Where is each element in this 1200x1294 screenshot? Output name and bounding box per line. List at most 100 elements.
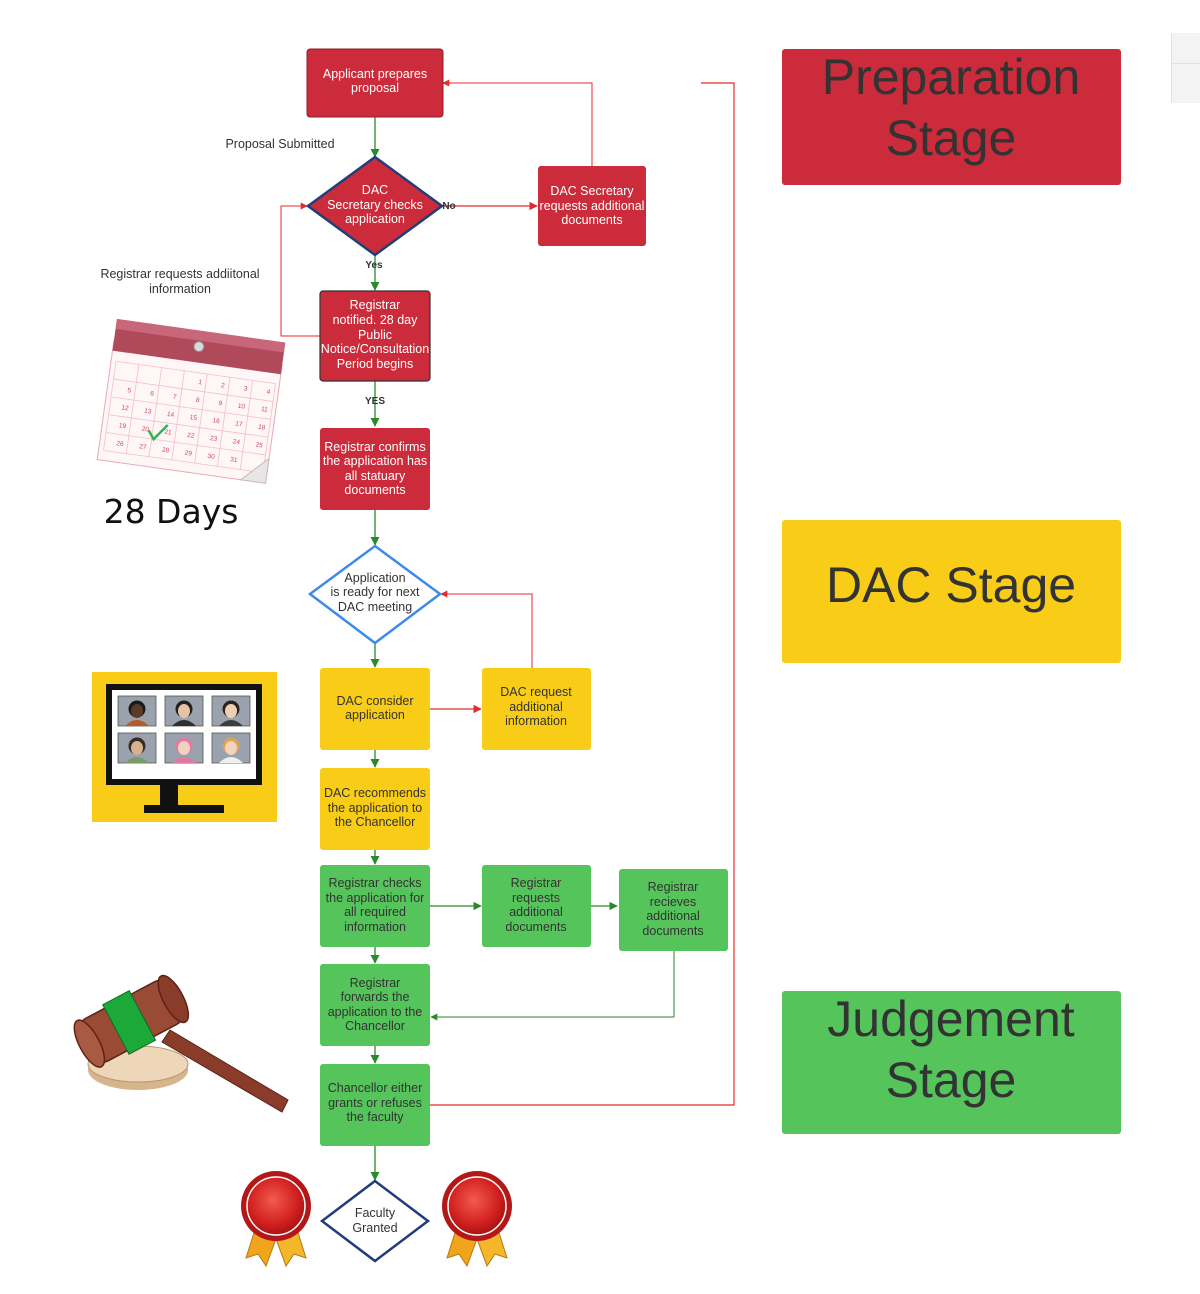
node-faculty-granted-line1: Faculty bbox=[355, 1206, 396, 1220]
node-dac-request-line1: DAC request bbox=[500, 685, 572, 699]
arrow-request-back-to-ready bbox=[440, 590, 533, 668]
node-registrar-notified-line3: Public bbox=[358, 328, 392, 342]
node-dac-recommends-line3: the Chancellor bbox=[335, 815, 416, 829]
calendar-day-number: 1 bbox=[198, 379, 203, 386]
video-call-participant-avatar bbox=[164, 732, 204, 764]
arrow-receives-to-forwards bbox=[430, 951, 675, 1021]
node-dac-request-line2: additional bbox=[509, 700, 563, 714]
calendar-day-number: 16 bbox=[212, 417, 221, 425]
arrow-requests-back-to-prepare bbox=[442, 79, 593, 166]
calendar-day-number: 14 bbox=[166, 411, 175, 419]
node-dac-secretary-requests-line1: DAC Secretary bbox=[550, 184, 634, 198]
calendar-day-number: 27 bbox=[139, 443, 148, 451]
video-call-illustration bbox=[92, 672, 277, 822]
node-registrar-confirms-line4: documents bbox=[344, 483, 405, 497]
calendar-day-number: 23 bbox=[209, 435, 218, 443]
node-applicant-prepares-line1: Applicant prepares bbox=[323, 67, 427, 81]
calendar-day-number: 6 bbox=[150, 390, 155, 397]
award-seal-right-icon bbox=[442, 1171, 512, 1268]
calendar-day-number: 11 bbox=[261, 406, 269, 414]
node-registrar-requests-line2: requests bbox=[512, 891, 560, 905]
node-dac-recommends-line2: the application to bbox=[328, 801, 423, 815]
stage-preparation-line2: Stage bbox=[886, 110, 1017, 166]
node-registrar-forwards-line4: Chancellor bbox=[345, 1019, 405, 1033]
node-chancellor-line3: the faculty bbox=[347, 1110, 405, 1124]
connectors bbox=[280, 79, 735, 1181]
calendar-grid bbox=[103, 360, 276, 474]
label-registrar-requests-info-line1: Registrar requests addiitonal bbox=[100, 267, 259, 281]
label-proposal-submitted: Proposal Submitted bbox=[225, 137, 334, 151]
node-application-ready-line3: DAC meeting bbox=[338, 600, 412, 614]
node-registrar-requests-line4: documents bbox=[505, 920, 566, 934]
node-dac-secretary-checks-line1: DAC bbox=[362, 183, 388, 197]
calendar-day-number: 4 bbox=[266, 389, 271, 396]
node-dac-secretary-requests-line3: documents bbox=[561, 213, 622, 227]
node-faculty-granted-line2: Granted bbox=[352, 1221, 397, 1235]
node-chancellor-line2: grants or refuses bbox=[328, 1096, 422, 1110]
stage-judgement-line2: Stage bbox=[886, 1052, 1017, 1108]
node-chancellor-line1: Chancellor either bbox=[328, 1081, 423, 1095]
label-yes: Yes bbox=[365, 260, 383, 271]
node-registrar-checks-line4: information bbox=[344, 920, 406, 934]
calendar-day-number: 29 bbox=[184, 450, 193, 458]
scrollbar-stub[interactable] bbox=[1171, 33, 1200, 103]
video-call-participant-avatar bbox=[164, 695, 204, 727]
node-registrar-notified-line5: Period begins bbox=[337, 357, 413, 371]
node-registrar-forwards-line3: application to the bbox=[328, 1005, 423, 1019]
node-dac-secretary-requests-line2: requests additional bbox=[540, 199, 645, 213]
calendar-day-number: 19 bbox=[118, 422, 127, 430]
node-application-ready-line1: Application bbox=[344, 571, 405, 585]
node-registrar-checks-line1: Registrar checks bbox=[328, 876, 421, 890]
calendar-day-number: 10 bbox=[237, 403, 246, 411]
node-dac-secretary-checks-line3: application bbox=[345, 212, 405, 226]
node-dac-request-line3: information bbox=[505, 714, 567, 728]
node-registrar-checks-line3: all required bbox=[344, 905, 406, 919]
label-yes-caps: YES bbox=[365, 396, 385, 407]
calendar-day-number: 8 bbox=[195, 397, 200, 404]
node-dac-consider-line2: application bbox=[345, 708, 405, 722]
video-call-participant-avatar bbox=[211, 695, 251, 727]
node-application-ready-line2: is ready for next bbox=[331, 585, 420, 599]
node-registrar-notified-line1: Registrar bbox=[350, 298, 401, 312]
node-registrar-receives-line2: recieves bbox=[650, 895, 697, 909]
stage-judgement-line1: Judgement bbox=[827, 991, 1074, 1047]
scrollbar-divider bbox=[1172, 63, 1200, 64]
calendar-day-number: 26 bbox=[116, 440, 125, 448]
node-registrar-requests-line3: additional bbox=[509, 905, 563, 919]
calendar-day-number: 18 bbox=[258, 424, 267, 432]
calendar-day-number: 21 bbox=[164, 429, 173, 437]
node-registrar-receives-line4: documents bbox=[642, 924, 703, 938]
label-registrar-requests-info-line2: information bbox=[149, 282, 211, 296]
calendar-day-number: 12 bbox=[121, 404, 130, 412]
video-call-tiles bbox=[117, 695, 251, 764]
node-registrar-notified-line4: Notice/Consultation bbox=[321, 342, 429, 356]
calendar-day-number: 13 bbox=[144, 408, 153, 416]
node-registrar-confirms-line1: Registrar confirms bbox=[324, 440, 425, 454]
calendar-day-number: 17 bbox=[235, 420, 244, 428]
